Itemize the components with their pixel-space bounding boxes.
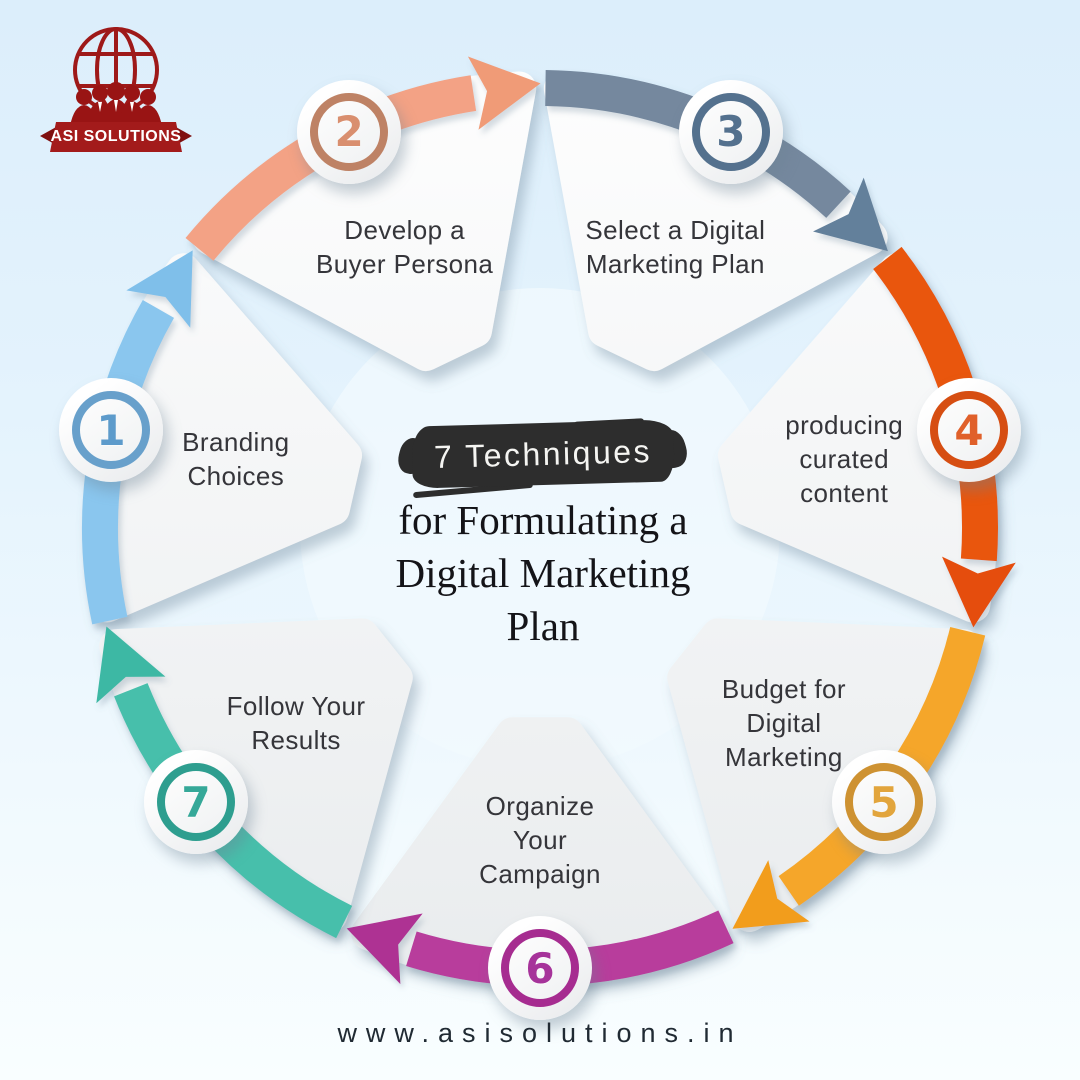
step-badge-ring-3: 3 [691,92,770,171]
step-label-1: Branding Choices [182,426,290,491]
team-icon [70,82,162,126]
step-arrow-head-2 [467,56,541,130]
brand-logo: ASI SOLUTIONS [38,18,194,162]
step-arrow-head-6 [346,913,423,985]
step-badge-6: 6 [488,916,592,1020]
step-number-1: 1 [96,405,126,455]
step-label-7: Follow Your Results [226,690,366,755]
step-arrow-head-5 [732,860,810,929]
step-badge-7: 7 [143,750,248,855]
step-badge-ring-2: 2 [310,92,389,171]
step-number-6: 6 [525,943,555,993]
step-badge-ring-4: 4 [929,391,1008,470]
step-badge-ring-1: 1 [72,391,151,470]
step-arrow-head-1 [126,250,193,328]
step-number-5: 5 [869,777,899,827]
brand-name: ASI SOLUTIONS [50,128,182,145]
step-label-4: producing curated content [785,409,904,508]
step-badge-ring-6: 6 [501,929,579,1007]
step-badge-4: 4 [916,378,1021,483]
step-badge-3: 3 [678,79,783,184]
step-number-7: 7 [181,777,211,827]
step-badge-2: 2 [297,79,402,184]
brand-ribbon [40,122,192,152]
step-badge-ring-7: 7 [156,763,235,842]
step-number-4: 4 [954,405,984,455]
step-arrow-head-7 [96,626,166,704]
step-label-3: Select a Digital Marketing Plan [585,214,766,279]
step-badge-ring-5: 5 [845,763,923,842]
step-label-6: Organize Your Campaign [479,791,601,889]
step-badge-5: 5 [832,750,936,855]
website-url: www.asisolutions.in [337,1018,743,1048]
step-arrow-head-4 [942,556,1016,628]
step-badge-1: 1 [59,378,164,483]
brand-logo-graphic [40,27,192,152]
center-disc [300,288,780,768]
step-arrow-head-3 [813,177,888,252]
step-label-2: Develop a Buyer Persona [316,214,494,279]
step-label-5: Budget for Digital Marketing [721,673,846,772]
step-number-2: 2 [334,107,364,157]
step-number-3: 3 [716,107,746,157]
